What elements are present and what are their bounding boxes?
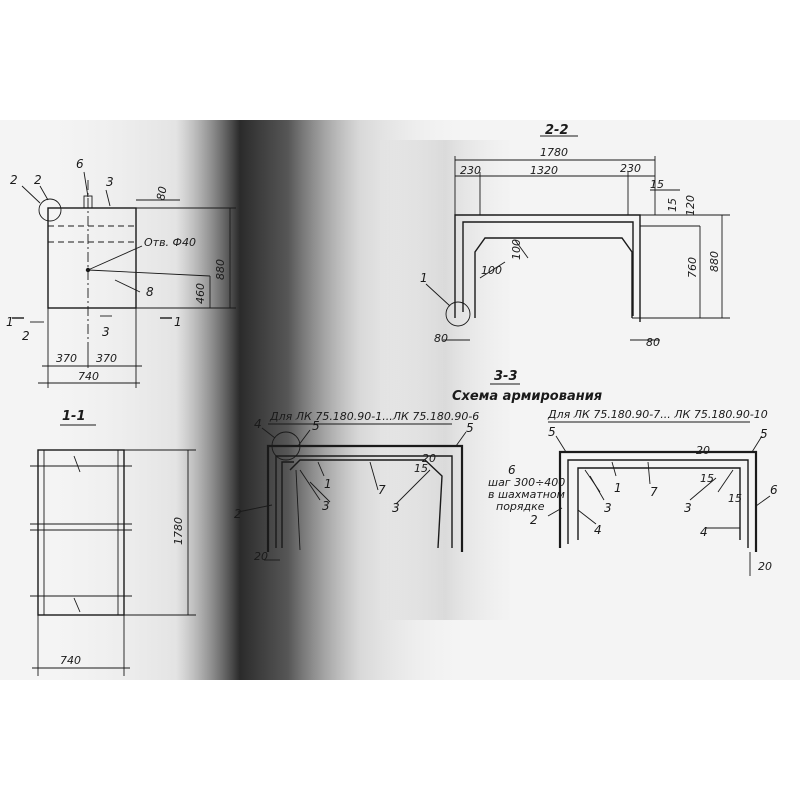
plan-dim-80: 80: [154, 185, 169, 201]
scheme-left-label-7: 7: [378, 483, 386, 497]
scheme-right-label-1: 1: [614, 481, 622, 495]
section-2-2-dim-15-b: 15: [666, 198, 679, 212]
plan-labels: 2 2 6 3 80 Отв. Ф40 880 8 460 1 1 2 3 37…: [6, 157, 227, 383]
scheme-left-label-5b: 5: [466, 421, 474, 435]
scheme-right-label-4b: 4: [700, 525, 708, 539]
scheme-right-label-15a: 15: [700, 472, 714, 485]
section-3-3-right-caption: Для ЛК 75.180.90-7... ЛК 75.180.90-10: [547, 408, 768, 421]
scheme-right-label-5b: 5: [760, 427, 768, 441]
plan-leader-6: 6: [76, 157, 84, 171]
section-2-2-dim-760: 760: [686, 257, 699, 278]
scheme-left-label-2: 2: [234, 507, 242, 521]
scheme-right-label-20b: 20: [758, 560, 772, 573]
section-2-2-dim-80-right: 80: [646, 336, 660, 349]
section-2-2-dim-100-a: 100: [481, 264, 502, 277]
plan-dim-880: 880: [214, 259, 227, 280]
scheme-right-label-7: 7: [650, 485, 658, 499]
section-2-2-dim-80-left: 80: [434, 332, 448, 345]
section-3-3-subtitle: Схема армирования: [452, 389, 602, 404]
section-2-2: [425, 135, 730, 341]
scheme-right-label-20a: 20: [696, 444, 710, 457]
scheme-left-label-4: 4: [254, 417, 262, 431]
scheme-right-label-2: 2: [530, 513, 538, 527]
scheme-right-label-3b: 3: [684, 501, 692, 515]
scheme-right-pitch-line1: шаг 300÷400: [488, 476, 565, 489]
section-1-1: [30, 424, 196, 676]
scheme-left: [237, 427, 467, 561]
plan-cut-1-left: 1: [6, 315, 14, 329]
section-2-2-dim-1320: 1320: [530, 164, 558, 177]
section-2-2-labels: 2-2 1780 230 1320 230 15 15 120 100 100 …: [420, 123, 721, 349]
scheme-left-label-1: 1: [324, 477, 332, 491]
section-2-2-dim-880: 880: [708, 251, 721, 272]
plan-leader-8: 8: [146, 285, 154, 299]
section-2-2-title: 2-2: [545, 123, 569, 138]
scheme-left-label-3b: 3: [392, 501, 400, 515]
scheme-right-label-4a: 4: [594, 523, 602, 537]
plan-dim-740: 740: [78, 370, 99, 383]
section-1-1-title: 1-1: [62, 409, 86, 424]
section-1-1-dim-1780: 1780: [172, 517, 185, 545]
plan-dim-460: 460: [194, 283, 207, 304]
section-3-3-title: 3-3: [494, 369, 518, 384]
scheme-left-label-20b: 20: [254, 550, 268, 563]
section-1-1-labels: 1-1 1780 740: [60, 409, 185, 667]
scheme-right: [547, 435, 771, 576]
scheme-right-label-6b: 6: [770, 483, 778, 497]
plan-cut-3: 3: [102, 325, 110, 339]
scheme-right-label-6a: 6: [508, 463, 516, 477]
section-3-3-left-caption: Для ЛК 75.180.90-1...ЛК 75.180.90-6: [269, 410, 479, 423]
plan-leader-2: 2: [10, 173, 18, 187]
scheme-left-labels: 4 5 5 1 7 15 20 2 3 3 20: [234, 417, 474, 563]
scheme-right-labels: 5 5 6 шаг 300÷400 в шахматном порядке 1 …: [488, 425, 778, 573]
scheme-right-pitch-line3: порядке: [496, 500, 545, 513]
scan-background: [0, 120, 800, 680]
section-2-2-dim-15-a: 15: [650, 178, 664, 191]
plan-hole-label: Отв. Ф40: [144, 236, 196, 249]
section-2-2-dim-120: 120: [684, 195, 697, 216]
scheme-left-label-15: 15: [414, 462, 428, 475]
section-2-2-dim-230-right: 230: [620, 162, 641, 175]
plan-dim-370-left: 370: [56, 352, 77, 365]
scheme-right-label-15b: 15: [728, 492, 742, 505]
section-3-3-header: 3-3 Схема армирования Для ЛК 75.180.90-1…: [268, 369, 768, 425]
plan-view: [12, 171, 236, 388]
scheme-right-label-5a: 5: [548, 425, 556, 439]
section-2-2-dim-1780: 1780: [540, 146, 568, 159]
section-2-2-leader-1: 1: [420, 271, 428, 285]
scheme-right-label-3a: 3: [604, 501, 612, 515]
plan-dim-370-right: 370: [96, 352, 117, 365]
scheme-left-label-3a: 3: [322, 499, 330, 513]
plan-dim-2: 2: [34, 173, 42, 187]
plan-leader-3: 3: [106, 175, 114, 189]
scheme-left-label-20a: 20: [422, 452, 436, 465]
section-2-2-dim-230-left: 230: [460, 164, 481, 177]
plan-cut-2: 2: [22, 329, 30, 343]
scheme-right-pitch-line2: в шахматном: [488, 488, 565, 501]
scheme-left-label-5a: 5: [312, 419, 320, 433]
section-1-1-dim-740: 740: [60, 654, 81, 667]
section-2-2-dim-100-b: 100: [510, 239, 523, 260]
plan-cut-1-right: 1: [174, 315, 182, 329]
